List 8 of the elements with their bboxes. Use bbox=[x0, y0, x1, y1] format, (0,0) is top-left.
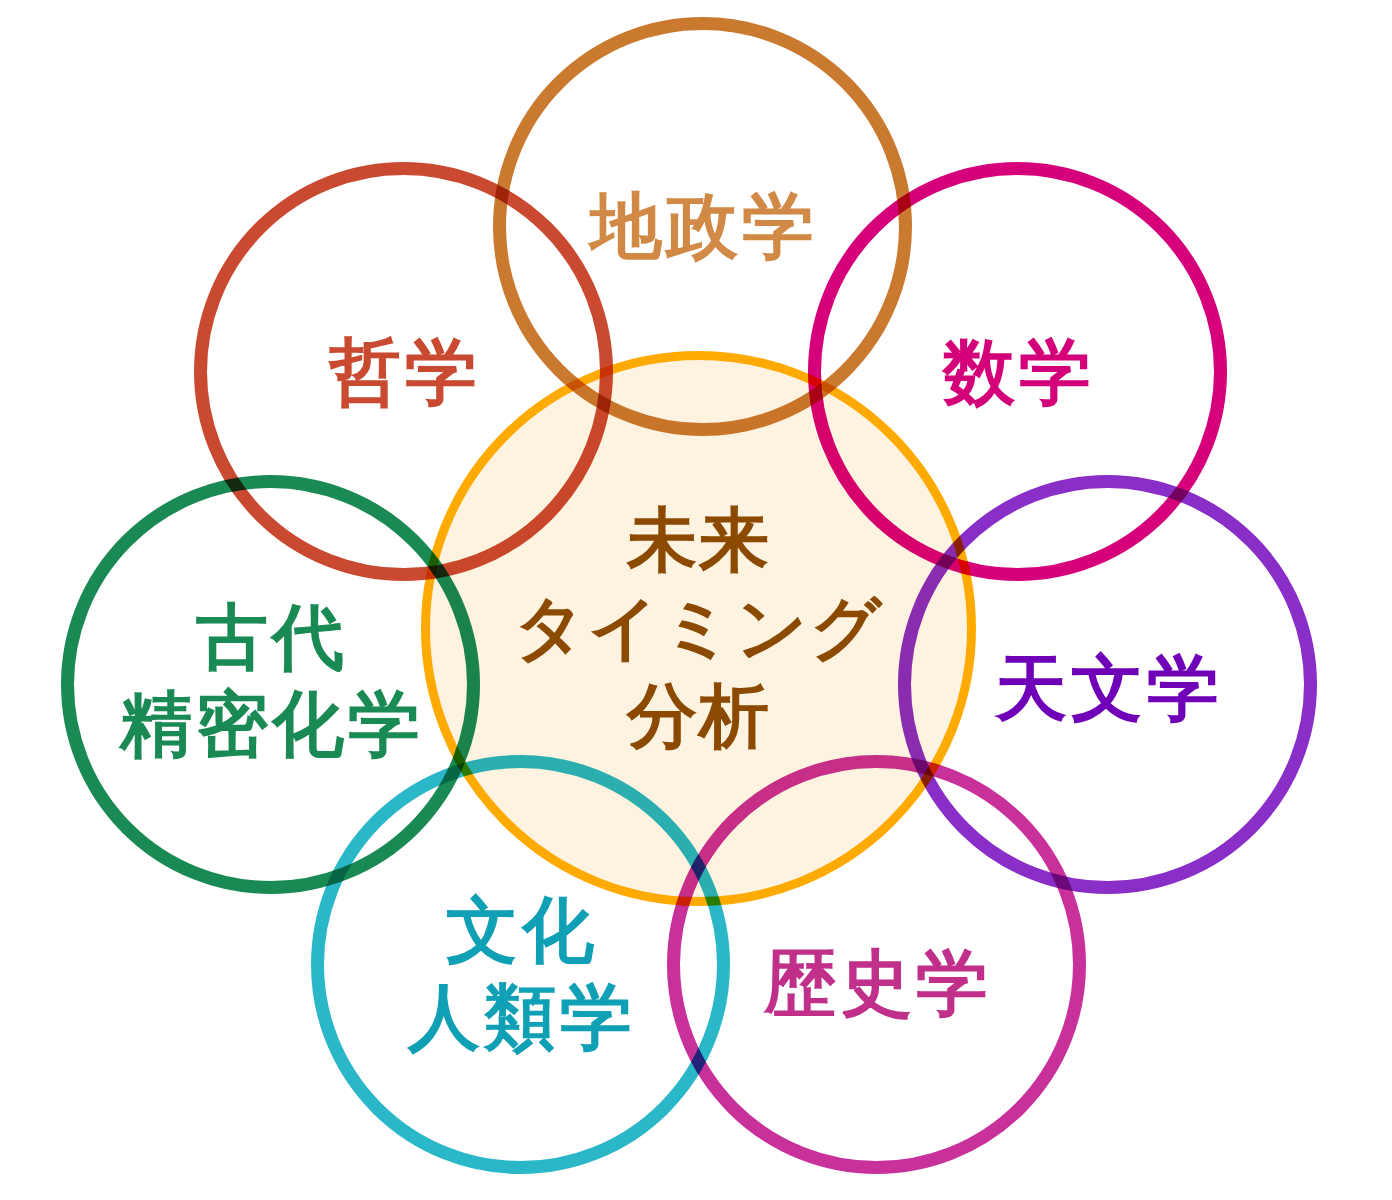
topic-label: 未来タイミング分析 bbox=[513, 497, 884, 759]
topic-label: 文化人類学 bbox=[406, 886, 636, 1060]
topic-label: 数学 bbox=[941, 328, 1095, 416]
topic-label: 哲学 bbox=[327, 328, 481, 416]
topic-label: 天文学 bbox=[993, 644, 1223, 732]
topic-label: 地政学 bbox=[587, 182, 818, 270]
topic-label: 古代精密化学 bbox=[117, 593, 424, 767]
topic-label: 歴史学 bbox=[762, 939, 992, 1027]
